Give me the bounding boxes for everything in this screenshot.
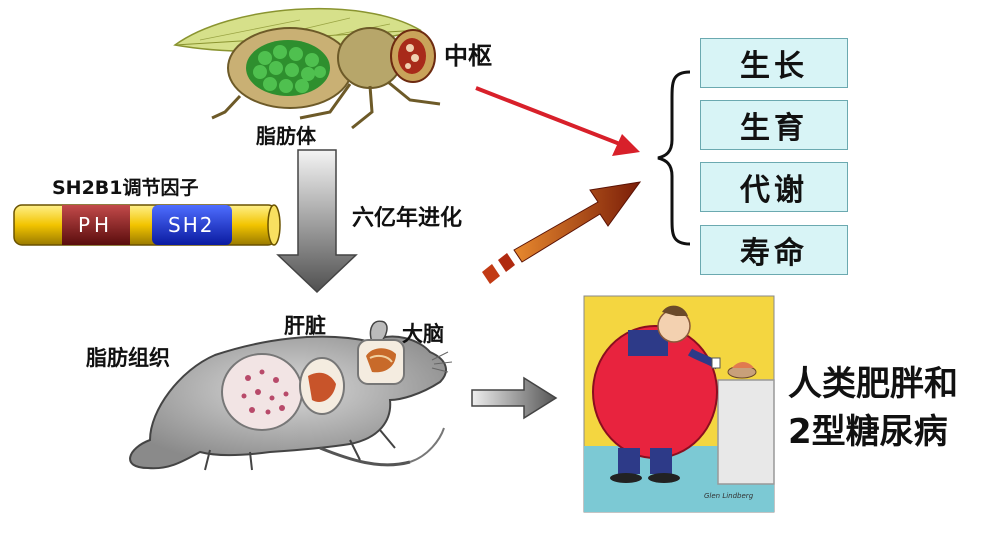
mouse-to-human-arrow	[471, 376, 558, 420]
fly-brain	[398, 38, 426, 74]
mouse-fat-label: 脂肪组织	[86, 346, 170, 370]
fly-illustration	[173, 7, 441, 130]
mouse-whiskers	[431, 351, 453, 373]
evolution-label: 六亿年进化	[352, 206, 463, 231]
sh2-domain-label: SH2	[168, 213, 215, 237]
sh2-domain	[152, 205, 232, 245]
cartoon-table	[717, 379, 775, 485]
outcome-lifespan: 寿命	[700, 225, 848, 275]
fly-leg	[387, 80, 441, 106]
outcome-fertility: 生育	[700, 100, 848, 150]
fly-leg	[299, 83, 352, 120]
evolution-arrow	[276, 149, 358, 294]
mouse-leg	[204, 429, 396, 471]
cartoon-signature: Glen Lindberg	[704, 492, 754, 500]
fly-fat-body-label: 脂肪体	[256, 124, 316, 148]
mouse-tail	[319, 446, 411, 467]
outcome-growth: 生长	[700, 38, 848, 88]
mouse-illustration	[129, 320, 453, 471]
mouse-fat-tissue	[221, 353, 303, 431]
outcome-metabolism: 代谢	[700, 162, 848, 212]
sh2b1-label: SH2B1调节因子	[52, 177, 199, 199]
mouse-brain-label: 大脑	[402, 322, 444, 346]
ph-domain	[62, 205, 130, 245]
mouse-liver-label: 肝脏	[284, 314, 326, 338]
outcomes-bracket	[657, 70, 691, 246]
fly-leg	[351, 85, 374, 130]
obesity-cartoon	[583, 295, 775, 513]
fly-center-label: 中枢	[444, 42, 492, 70]
fly-leg	[211, 94, 242, 120]
ph-domain-label: PH	[78, 213, 114, 237]
mouse-ear	[369, 320, 388, 343]
disease-label-line2: 2型糖尿病	[788, 412, 948, 452]
fly-to-outcomes-arrow	[475, 86, 640, 156]
disease-label-line1: 人类肥胖和	[788, 364, 958, 404]
fly-fat-body	[246, 40, 330, 96]
mouse-to-outcomes-arrow	[482, 181, 642, 284]
sh2b1-protein-tube	[13, 204, 281, 246]
